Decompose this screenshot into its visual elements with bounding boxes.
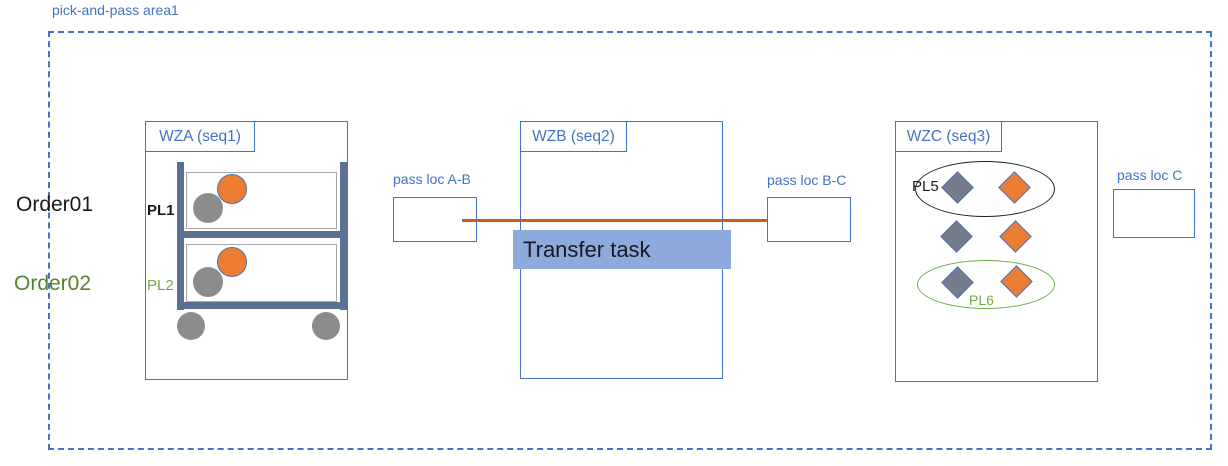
- order01-label: Order01: [16, 193, 94, 216]
- cart-bottom-bar: [177, 302, 347, 309]
- cart-wheel-left-icon: [177, 312, 205, 340]
- transfer-task-box: Transfer task: [513, 230, 731, 269]
- zone-wzb-label: WZB (seq2): [520, 121, 627, 152]
- pl5-grouping-ellipse: [915, 161, 1055, 217]
- gray-item-circle-icon: [193, 193, 223, 223]
- pass-loc-ab-label: pass loc A-B: [393, 171, 471, 187]
- pick-location-pl1-label: PL1: [147, 202, 175, 219]
- pick-location-pl5-label: PL5: [912, 178, 939, 195]
- pick-and-pass-area-boundary: [48, 31, 1212, 450]
- pass-loc-c-box: [1113, 189, 1195, 238]
- gray-item-circle-icon: [193, 267, 223, 297]
- pass-loc-bc-label: pass loc B-C: [767, 172, 847, 188]
- cart-wheel-right-icon: [312, 312, 340, 340]
- pass-loc-c-label: pass loc C: [1117, 167, 1183, 183]
- orange-item-circle-icon: [217, 174, 247, 204]
- order02-label: Order02: [14, 272, 92, 295]
- pass-loc-bc-box: [767, 197, 851, 242]
- pick-location-pl6-label: PL6: [969, 292, 994, 308]
- transfer-arrow-line: [462, 219, 778, 222]
- zone-wza-label: WZA (seq1): [145, 121, 255, 152]
- pick-location-pl2-label: PL2: [147, 277, 174, 294]
- pl6-grouping-ellipse: [917, 260, 1055, 309]
- diagram-title: pick-and-pass area1: [52, 2, 179, 18]
- zone-wzc-box: [895, 121, 1098, 382]
- cart-middle-bar: [177, 231, 347, 238]
- zone-wzc-label: WZC (seq3): [895, 121, 1002, 152]
- orange-item-circle-icon: [217, 247, 247, 277]
